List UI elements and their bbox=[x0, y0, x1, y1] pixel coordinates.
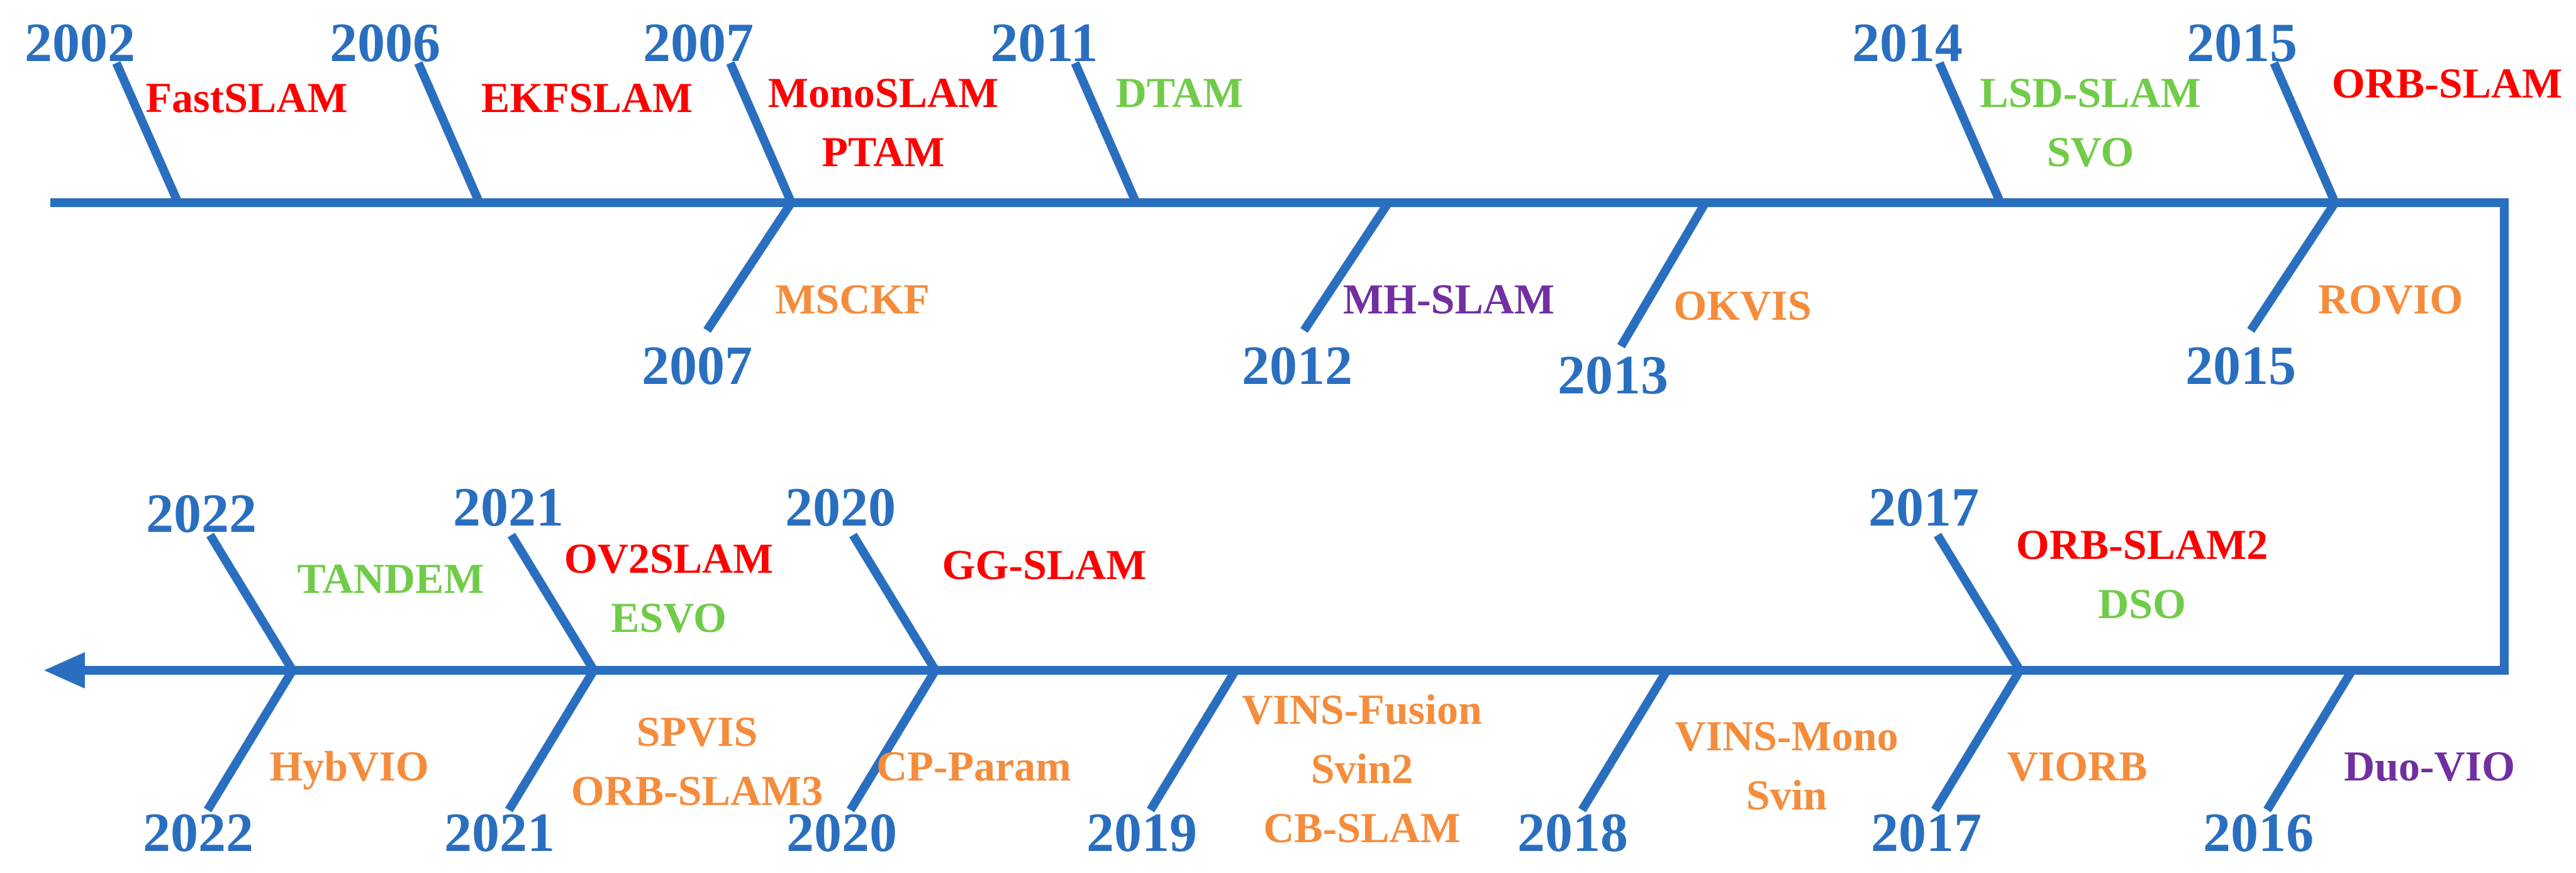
top-row-below-tick-2007 bbox=[703, 200, 795, 333]
method-label-vins-mono: VINS-Mono bbox=[1675, 712, 1898, 760]
method-label-orb-slam: ORB-SLAM bbox=[2332, 59, 2562, 107]
timeline-labels: 2002FastSLAM2006EKFSLAM2007MonoSLAMPTAM2… bbox=[25, 13, 2562, 864]
year-label-2007: 2007 bbox=[643, 13, 754, 74]
bottom-row-below-tick-2020 bbox=[847, 668, 939, 813]
year-label-2011: 2011 bbox=[990, 13, 1098, 74]
method-label-cb-slam: CB-SLAM bbox=[1263, 804, 1461, 852]
method-label-gg-slam: GG-SLAM bbox=[942, 541, 1147, 589]
year-label-2022: 2022 bbox=[143, 803, 254, 864]
method-label-orb-slam2: ORB-SLAM2 bbox=[2016, 521, 2268, 568]
top-row-above-tick-2011 bbox=[1071, 61, 1140, 205]
method-label-tandem: TANDEM bbox=[297, 555, 484, 602]
year-label-2006: 2006 bbox=[330, 13, 440, 74]
top-row-above-tick-2014 bbox=[1935, 61, 2005, 205]
method-label-svo: SVO bbox=[2047, 128, 2134, 176]
method-label-svin2: Svin2 bbox=[1311, 745, 1413, 792]
year-label-2020: 2020 bbox=[786, 803, 897, 864]
method-label-ov2slam: OV2SLAM bbox=[564, 534, 773, 582]
year-label-2021: 2021 bbox=[453, 477, 564, 538]
year-label-2014: 2014 bbox=[1852, 13, 1963, 74]
year-label-2022: 2022 bbox=[146, 483, 257, 544]
method-label-duo-vio: Duo-VIO bbox=[2344, 742, 2515, 790]
bottom-row-below-tick-2016 bbox=[2263, 668, 2356, 813]
top-row-above-tick-2002 bbox=[112, 61, 182, 205]
method-label-vins-fusion: VINS-Fusion bbox=[1242, 685, 1482, 733]
bottom-row-above-tick-2020 bbox=[849, 532, 939, 673]
year-label-2021: 2021 bbox=[444, 803, 555, 864]
year-label-2019: 2019 bbox=[1086, 803, 1197, 864]
method-label-orb-slam3: ORB-SLAM3 bbox=[571, 767, 823, 814]
method-label-lsd-slam: LSD-SLAM bbox=[1980, 69, 2200, 116]
top-row-above-tick-2006 bbox=[414, 61, 484, 205]
method-label-viorb: VIORB bbox=[2007, 742, 2148, 790]
method-label-spvis: SPVIS bbox=[637, 707, 758, 755]
year-label-2002: 2002 bbox=[25, 13, 135, 74]
top-row-below-tick-2012 bbox=[1300, 200, 1392, 333]
method-label-msckf: MSCKF bbox=[775, 275, 930, 323]
year-label-2013: 2013 bbox=[1558, 345, 1668, 406]
year-label-2015: 2015 bbox=[2187, 13, 2297, 74]
year-label-2018: 2018 bbox=[1517, 803, 1628, 864]
year-label-2007: 2007 bbox=[642, 335, 752, 397]
method-label-fastslam: FastSLAM bbox=[145, 74, 347, 121]
year-label-2017: 2017 bbox=[1871, 803, 1982, 864]
method-label-ptam: PTAM bbox=[822, 128, 944, 176]
method-label-cp-param: CP-Param bbox=[876, 742, 1071, 790]
bottom-row-above-tick-2017 bbox=[1934, 532, 2024, 673]
bottom-row-below-tick-2018 bbox=[1578, 668, 1671, 813]
bottom-row-above-tick-2021 bbox=[508, 532, 598, 673]
year-label-2016: 2016 bbox=[2203, 803, 2314, 864]
method-label-monoslam: MonoSLAM bbox=[768, 69, 998, 116]
timeline-lines bbox=[44, 61, 2509, 813]
top-row-above-tick-2015 bbox=[2270, 61, 2339, 205]
method-label-hybvio: HybVIO bbox=[269, 742, 428, 790]
arrow-head-icon bbox=[44, 652, 85, 689]
year-label-2020: 2020 bbox=[785, 477, 896, 538]
method-label-rovio: ROVIO bbox=[2318, 275, 2463, 323]
method-label-ekfslam: EKFSLAM bbox=[481, 74, 693, 121]
top-row-below-tick-2015 bbox=[2247, 200, 2339, 333]
method-label-dtam: DTAM bbox=[1116, 69, 1244, 116]
method-label-mh-slam: MH-SLAM bbox=[1343, 275, 1554, 323]
top-row-below-tick-2013 bbox=[1617, 200, 1710, 349]
year-label-2017: 2017 bbox=[1868, 477, 1979, 538]
bottom-row-above-tick-2022 bbox=[206, 532, 296, 673]
year-label-2012: 2012 bbox=[1242, 335, 1352, 397]
bottom-row-below-tick-2021 bbox=[505, 668, 598, 813]
method-label-svin: Svin bbox=[1746, 771, 1827, 819]
method-label-okvis: OKVIS bbox=[1673, 281, 1811, 329]
method-label-dso: DSO bbox=[2098, 580, 2186, 628]
bottom-row-below-tick-2017 bbox=[1931, 668, 2024, 813]
method-label-esvo: ESVO bbox=[611, 594, 727, 641]
bottom-row-below-tick-2022 bbox=[204, 668, 296, 813]
top-row-above-tick-2007 bbox=[726, 61, 796, 205]
year-label-2015: 2015 bbox=[2185, 335, 2296, 397]
bottom-row-below-tick-2019 bbox=[1147, 668, 1239, 813]
